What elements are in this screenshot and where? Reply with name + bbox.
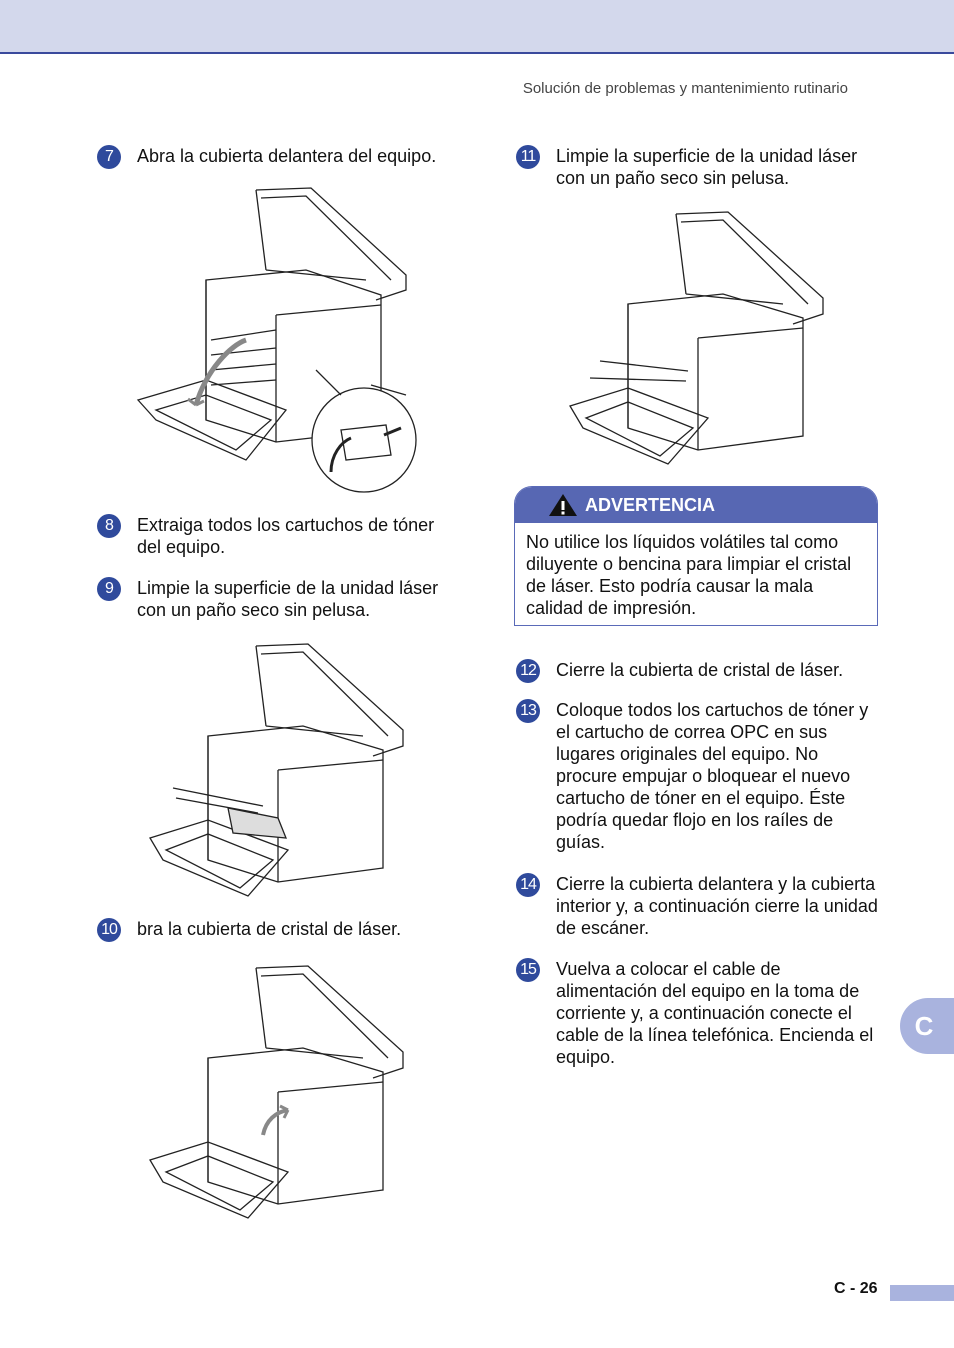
printer-laser-glass-cover-illustration <box>149 965 404 1219</box>
step-number-badge: 13 <box>516 699 540 723</box>
section-header: Solución de problemas y mantenimiento ru… <box>522 80 848 97</box>
step-number-badge: 7 <box>97 145 121 169</box>
step-15: 15 Vuelva a colocar el cable de alimenta… <box>516 958 880 1068</box>
warning-header: ADVERTENCIA <box>515 487 877 523</box>
step-13: 13 Coloque todos los cartuchos de tóner … <box>516 699 880 853</box>
printer-cleaning-laser-illustration <box>149 643 404 897</box>
step-7: 7 Abra la cubierta delantera del equipo. <box>97 145 457 169</box>
step-text: Cierre la cubierta de cristal de láser. <box>556 660 844 680</box>
step-number-badge: 10 <box>97 918 121 942</box>
step-text: Limpie la superficie de la unidad láser … <box>137 578 439 620</box>
page-number-bar <box>890 1285 954 1301</box>
step-text: Cierre la cubierta delantera y la cubier… <box>556 874 878 938</box>
chapter-tab: C <box>900 998 954 1054</box>
step-number-badge: 15 <box>516 958 540 982</box>
step-9: 9 Limpie la superficie de la unidad láse… <box>97 577 457 621</box>
step-10: 10 bra la cubierta de cristal de láser. <box>97 918 457 942</box>
step-text: Limpie la superficie de la unidad láser … <box>556 146 858 188</box>
step-text: bra la cubierta de cristal de láser. <box>137 919 402 939</box>
step-number-badge: 8 <box>97 514 121 538</box>
step-11: 11 Limpie la superficie de la unidad lás… <box>516 145 878 189</box>
warning-box: ADVERTENCIA No utilice los líquidos volá… <box>514 486 878 626</box>
step-text: Vuelva a colocar el cable de alimentació… <box>556 959 874 1067</box>
step-text: Coloque todos los cartuchos de tóner y e… <box>556 700 869 852</box>
printer-front-cover-open-illustration <box>136 187 417 493</box>
warning-text: No utilice los líquidos volátiles tal co… <box>526 532 852 618</box>
page-number: C - 26 <box>834 1280 878 1297</box>
warning-triangle-icon <box>549 494 577 516</box>
step-number-badge: 14 <box>516 873 540 897</box>
step-text: Extraiga todos los cartuchos de tóner de… <box>137 515 435 557</box>
step-8: 8 Extraiga todos los cartuchos de tóner … <box>97 514 457 558</box>
step-14: 14 Cierre la cubierta delantera y la cub… <box>516 873 880 939</box>
top-band <box>0 0 954 54</box>
step-number-badge: 11 <box>516 145 540 169</box>
warning-title: ADVERTENCIA <box>585 494 716 515</box>
step-number-badge: 9 <box>97 577 121 601</box>
printer-cleaning-laser-illustration-2 <box>569 211 824 465</box>
step-text: Abra la cubierta delantera del equipo. <box>137 146 437 166</box>
step-number-badge: 12 <box>516 659 540 683</box>
step-12: 12 Cierre la cubierta de cristal de láse… <box>516 659 878 683</box>
